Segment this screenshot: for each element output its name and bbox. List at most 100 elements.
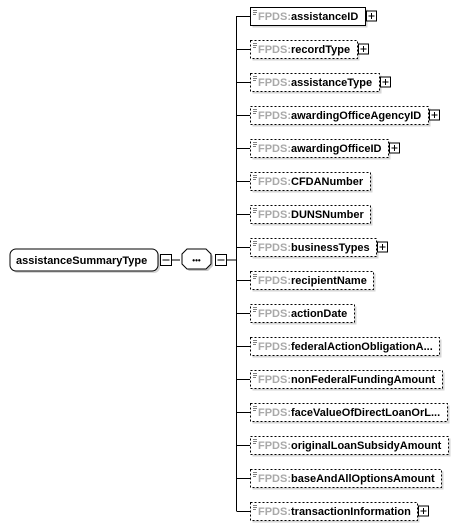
root-node[interactable]: assistanceSummaryType bbox=[9, 248, 160, 273]
element-box bbox=[250, 205, 371, 224]
element-node[interactable]: FPDS:awardingOfficeID bbox=[236, 139, 400, 160]
content-indicator-icon bbox=[253, 10, 257, 15]
element-prefix: FPDS: bbox=[258, 275, 291, 287]
root-label: assistanceSummaryType bbox=[16, 255, 147, 267]
element-name: recipientName bbox=[291, 275, 367, 287]
element-name: assistanceType bbox=[291, 77, 372, 89]
content-indicator-icon bbox=[253, 439, 257, 444]
plus-sign bbox=[420, 508, 427, 514]
element-box bbox=[250, 403, 448, 422]
expand-button[interactable] bbox=[418, 505, 429, 517]
element-prefix: FPDS: bbox=[258, 440, 291, 452]
plus-sign bbox=[360, 46, 367, 52]
element-node[interactable]: FPDS:baseAndAllOptionsAmount bbox=[236, 469, 444, 490]
element-name: baseAndAllOptionsAmount bbox=[291, 473, 435, 485]
element-name: CFDANumber bbox=[291, 176, 364, 188]
content-indicator-icon bbox=[253, 307, 257, 312]
element-prefix: FPDS: bbox=[258, 209, 291, 221]
element-name: awardingOfficeID bbox=[291, 143, 382, 155]
expand-button[interactable] bbox=[389, 142, 400, 154]
element-label: FPDS:assistanceID bbox=[258, 11, 358, 23]
element-node[interactable]: FPDS:nonFederalFundingAmount bbox=[236, 370, 445, 391]
content-indicator-icon bbox=[253, 43, 257, 48]
element-label: FPDS:businessTypes bbox=[258, 242, 370, 254]
element-name: businessTypes bbox=[291, 242, 370, 254]
element-label: FPDS:awardingOfficeID bbox=[258, 143, 382, 155]
element-node[interactable]: FPDS:recipientName bbox=[236, 271, 376, 292]
element-name: actionDate bbox=[291, 308, 347, 320]
element-node[interactable]: FPDS:CFDANumber bbox=[236, 172, 373, 193]
element-label: FPDS:nonFederalFundingAmount bbox=[258, 374, 436, 386]
element-node[interactable]: FPDS:federalActionObligationA... bbox=[236, 337, 442, 358]
element-prefix: FPDS: bbox=[258, 77, 291, 89]
element-node[interactable]: FPDS:actionDate bbox=[236, 304, 357, 325]
element-box bbox=[250, 304, 355, 323]
content-indicator-icon bbox=[253, 373, 257, 378]
element-label: FPDS:baseAndAllOptionsAmount bbox=[258, 473, 435, 485]
element-box bbox=[250, 139, 389, 158]
element-box bbox=[250, 73, 380, 92]
plus-sign bbox=[391, 145, 398, 151]
content-indicator-icon bbox=[253, 505, 257, 510]
element-label: FPDS:actionDate bbox=[258, 308, 347, 320]
sequence-symbol: ••• bbox=[192, 256, 201, 265]
element-node[interactable]: FPDS:DUNSNumber bbox=[236, 205, 373, 226]
element-prefix: FPDS: bbox=[258, 143, 291, 155]
sequence-compositor[interactable]: ••• bbox=[181, 248, 213, 271]
plus-sign bbox=[368, 13, 375, 19]
element-label: FPDS:awardingOfficeAgencyID bbox=[258, 110, 421, 122]
element-label: FPDS:transactionInformation bbox=[258, 506, 411, 518]
element-node[interactable]: FPDS:assistanceType bbox=[236, 73, 391, 94]
element-box bbox=[250, 337, 440, 356]
element-box bbox=[250, 238, 377, 257]
element-box bbox=[250, 7, 366, 26]
element-box bbox=[250, 271, 374, 290]
element-prefix: FPDS: bbox=[258, 506, 291, 518]
sequence-collapse-button[interactable] bbox=[215, 254, 227, 266]
element-node[interactable]: FPDS:faceValueOfDirectLoanOrL... bbox=[236, 403, 450, 424]
root-collapse-button[interactable] bbox=[160, 254, 172, 266]
plus-sign bbox=[379, 244, 386, 250]
element-name: assistanceID bbox=[291, 11, 358, 23]
element-node[interactable]: FPDS:recordType bbox=[236, 40, 369, 61]
element-prefix: FPDS: bbox=[258, 242, 291, 254]
element-box bbox=[250, 502, 418, 521]
expand-button[interactable] bbox=[377, 241, 388, 253]
element-prefix: FPDS: bbox=[258, 374, 291, 386]
content-indicator-icon bbox=[253, 175, 257, 180]
element-label: FPDS:DUNSNumber bbox=[258, 209, 364, 221]
element-node[interactable]: FPDS:assistanceID bbox=[236, 7, 377, 28]
element-box bbox=[250, 172, 371, 191]
element-label: FPDS:recipientName bbox=[258, 275, 367, 287]
element-label: FPDS:faceValueOfDirectLoanOrL... bbox=[258, 407, 440, 419]
expand-button[interactable] bbox=[380, 76, 391, 88]
element-prefix: FPDS: bbox=[258, 44, 291, 56]
element-prefix: FPDS: bbox=[258, 341, 291, 353]
element-node[interactable]: FPDS:originalLoanSubsidyAmount bbox=[236, 436, 451, 457]
element-node[interactable]: FPDS:awardingOfficeAgencyID bbox=[236, 106, 440, 127]
element-prefix: FPDS: bbox=[258, 473, 291, 485]
content-indicator-icon bbox=[253, 274, 257, 279]
element-prefix: FPDS: bbox=[258, 308, 291, 320]
content-indicator-icon bbox=[253, 406, 257, 411]
expand-button[interactable] bbox=[429, 109, 440, 121]
element-label: FPDS:assistanceType bbox=[258, 77, 372, 89]
element-name: federalActionObligationA... bbox=[291, 341, 433, 353]
expand-button[interactable] bbox=[358, 43, 369, 55]
element-name: nonFederalFundingAmount bbox=[291, 374, 436, 386]
element-box bbox=[250, 370, 443, 389]
content-indicator-icon bbox=[253, 109, 257, 114]
element-box bbox=[250, 469, 442, 488]
element-node[interactable]: FPDS:transactionInformation bbox=[236, 502, 429, 523]
element-label: FPDS:originalLoanSubsidyAmount bbox=[258, 440, 442, 452]
element-prefix: FPDS: bbox=[258, 11, 291, 23]
expand-button[interactable] bbox=[366, 10, 377, 22]
content-indicator-icon bbox=[253, 340, 257, 345]
element-name: awardingOfficeAgencyID bbox=[291, 110, 421, 122]
element-name: DUNSNumber bbox=[291, 209, 364, 221]
content-indicator-icon bbox=[253, 142, 257, 147]
element-node[interactable]: FPDS:businessTypes bbox=[236, 238, 388, 259]
element-name: faceValueOfDirectLoanOrL... bbox=[291, 407, 440, 419]
content-indicator-icon bbox=[253, 472, 257, 477]
